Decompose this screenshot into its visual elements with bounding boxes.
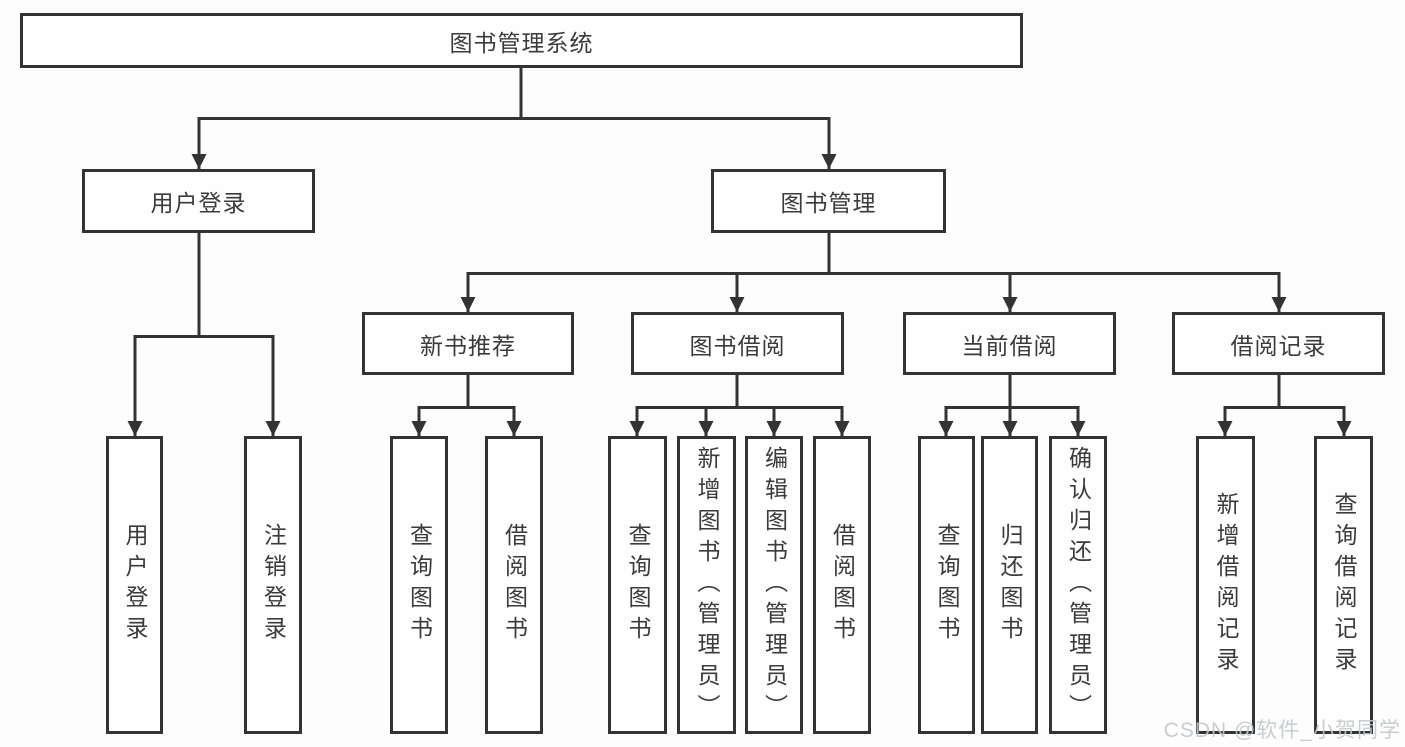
node-nb-query-books: 查询图书 [390,436,448,734]
node-br-query-record: 查询借阅记录 [1314,436,1373,734]
node-label: 借阅图书 [501,523,528,647]
node-label: 当前借阅 [961,332,1058,359]
node-label: 归还图书 [997,523,1023,647]
node-logout: 注销登录 [244,436,302,734]
node-label: 新书推荐 [420,332,516,359]
node-login: 用户登录 [106,436,163,734]
node-label: 确认归还（管理员） [1065,445,1092,725]
node-book-borrowing: 图书借阅 [631,312,844,375]
node-label: 图书管理 [780,190,877,216]
node-label: 查询图书 [406,523,433,647]
node-user-login: 用户登录 [82,169,315,233]
node-label: 查询借阅记录 [1331,492,1357,678]
node-label: 图书借阅 [689,332,786,359]
node-label: 用户登录 [150,190,247,216]
node-bb-edit-books-admin: 编辑图书（管理员） [745,436,803,734]
node-bb-borrow-books: 借阅图书 [813,436,871,734]
node-library-system: 图书管理系统 [20,13,1023,68]
node-cb-confirm-return-admin: 确认归还（管理员） [1049,436,1107,734]
node-current-borrowing: 当前借阅 [903,312,1116,375]
node-label: 查询图书 [934,523,960,647]
node-nb-borrow-books: 借阅图书 [485,436,543,734]
node-cb-return-books: 归还图书 [981,436,1038,734]
node-label: 图书管理系统 [449,29,594,56]
node-bb-query-books: 查询图书 [608,436,667,734]
node-label: 注销登录 [260,523,287,647]
node-label: 用户登录 [122,523,148,647]
node-new-book-recommendation: 新书推荐 [362,312,574,375]
node-borrowing-records: 借阅记录 [1172,312,1385,375]
node-label: 借阅记录 [1230,332,1327,359]
node-label: 编辑图书（管理员） [761,445,788,725]
node-bb-add-books-admin: 新增图书（管理员） [677,436,736,734]
node-book-management: 图书管理 [711,169,946,233]
node-label: 新增图书（管理员） [694,445,720,725]
node-br-add-record: 新增借阅记录 [1196,436,1255,734]
node-label: 查询图书 [625,523,651,647]
node-label: 新增借阅记录 [1213,492,1239,678]
csdn-watermark: CSDN @软件_小贺同学 [1163,719,1401,742]
node-label: 借阅图书 [829,523,856,647]
node-cb-query-books: 查询图书 [918,436,975,734]
